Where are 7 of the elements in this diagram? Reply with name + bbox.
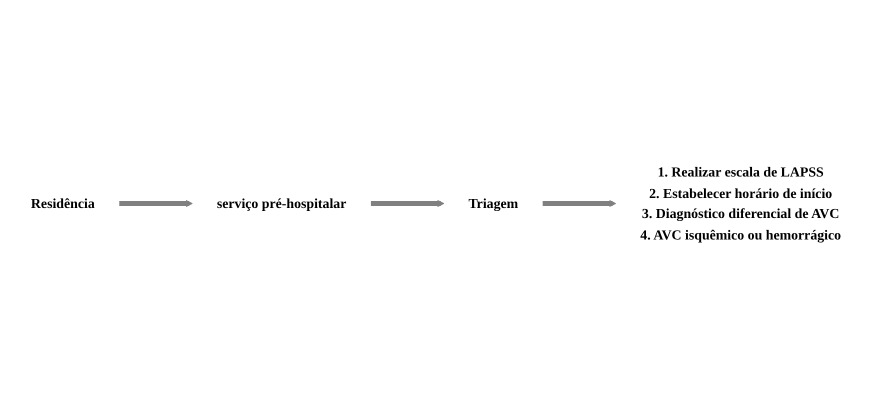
arrow: [119, 200, 193, 208]
arrow: [370, 200, 444, 208]
node-text: Residência: [30, 196, 95, 212]
node-text: 1. Realizar escala de LAPSS 2. Estabelecer horário de início 3. Diagnóstico diferencial de AVC 4. AVC isquêmico ou hemorrágico: [640, 164, 842, 242]
arrow: [542, 200, 616, 208]
node-text: Triagem: [468, 196, 518, 212]
node-text: serviço pré-hospitalar: [216, 196, 346, 212]
